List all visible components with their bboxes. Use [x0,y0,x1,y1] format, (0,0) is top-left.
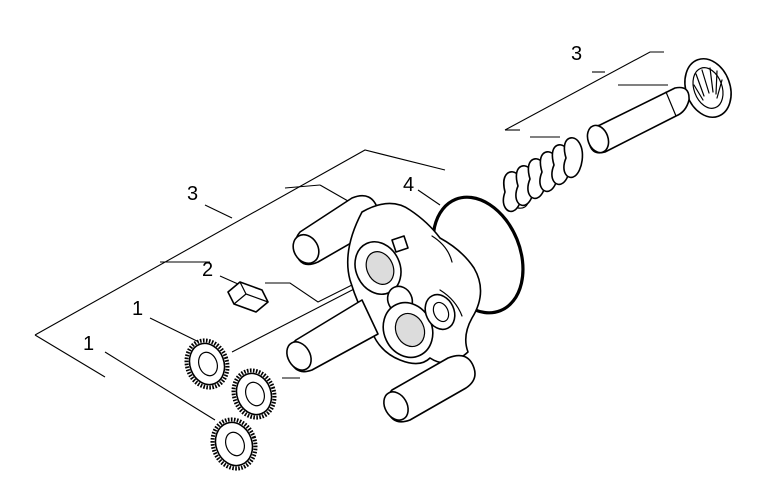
part-1-seal-lower [210,417,258,471]
pump-head [286,194,482,423]
part-1-seal-middle [231,368,277,420]
part-1-seal-upper [184,338,230,390]
part-2-key [227,281,269,313]
callout-2: 2 [202,259,213,281]
valve-pin [586,86,690,154]
callout-3-left: 3 [187,183,198,205]
compression-spring [502,137,584,213]
callout-3-upper: 3 [571,43,582,65]
callout-1-upper: 1 [132,298,143,320]
callout-1-lower: 1 [83,333,94,355]
callout-4: 4 [403,174,414,196]
valve-disc [684,58,732,118]
